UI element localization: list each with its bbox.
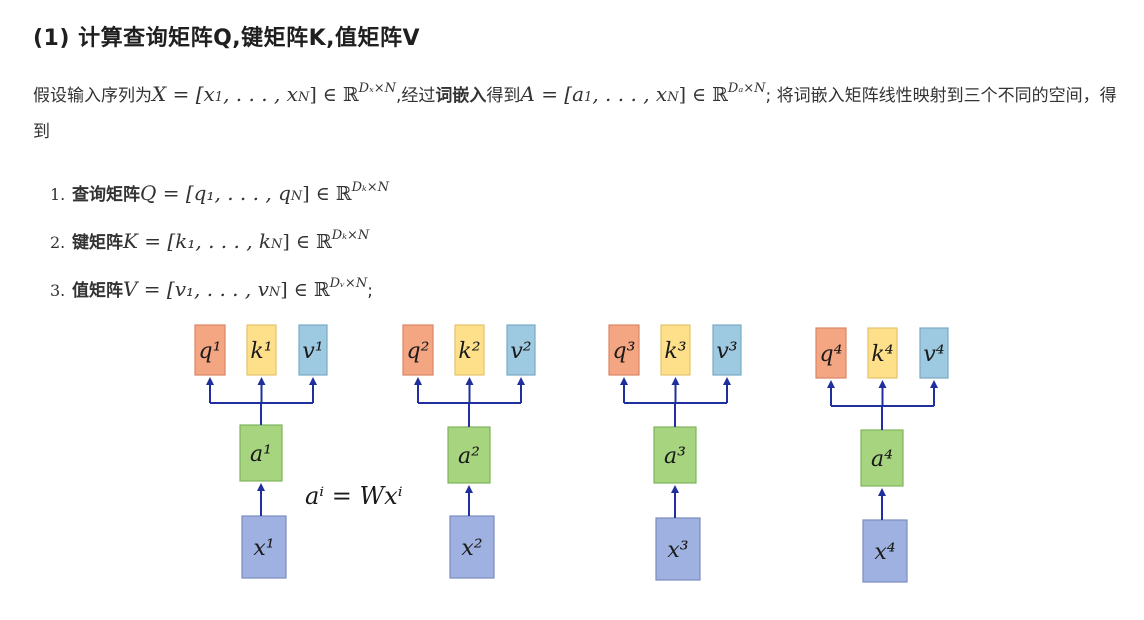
query-1-box xyxy=(194,324,226,376)
input-2-box xyxy=(449,515,495,579)
key-1-label: k¹ xyxy=(250,339,272,364)
list-item: 3.值矩阵V = [v₁, . . . , vN] ∈ ℝDᵥ×N; xyxy=(50,276,373,301)
value-4-label: v⁴ xyxy=(923,342,944,367)
input-4-label: x⁴ xyxy=(874,540,895,565)
list-item-equation: Q = [q₁, . . . , q xyxy=(140,181,291,205)
input-1-label: x¹ xyxy=(253,536,274,561)
value-3-label: v³ xyxy=(716,339,737,364)
key-3-label: k³ xyxy=(664,339,686,364)
a-equation: A = [a xyxy=(520,82,585,106)
intro-paragraph: 假设输入序列为X = [x1, . . . , xN] ∈ ℝDₓ×N,经过词嵌… xyxy=(33,81,1117,142)
embedding-1-label: a¹ xyxy=(250,442,272,467)
key-4-label: k⁴ xyxy=(871,342,893,367)
a-equation-close: ] ∈ ℝ xyxy=(678,84,728,106)
key-3-box xyxy=(660,324,691,376)
x-equation-close: ] ∈ ℝ xyxy=(309,84,359,106)
list-item-equation: V = [v₁, . . . , v xyxy=(123,277,269,301)
matrix-list: 1.查询矩阵Q = [q₁, . . . , qN] ∈ ℝDₖ×N 2.键矩阵… xyxy=(50,168,389,312)
value-4-box xyxy=(919,327,949,379)
a-superscript: Dₐ×N xyxy=(727,81,766,96)
embedding-3-box xyxy=(653,426,697,484)
query-4-label: q⁴ xyxy=(820,342,843,367)
key-2-box xyxy=(454,324,485,376)
list-item-equation: K = [k₁, . . . , k xyxy=(123,229,272,253)
x-equation: X = [x xyxy=(152,82,215,106)
list-item-label: 键矩阵 xyxy=(72,233,123,253)
embedding-3-label: a³ xyxy=(664,444,686,469)
key-4-box xyxy=(867,327,898,379)
embedding-4-label: a⁴ xyxy=(871,447,893,472)
value-2-label: v² xyxy=(510,339,531,364)
list-item-label: 查询矩阵 xyxy=(72,185,140,205)
query-2-label: q² xyxy=(407,339,430,364)
value-2-box xyxy=(506,324,536,376)
x-equation-rest: , . . . , x xyxy=(223,82,298,106)
x-superscript: Dₓ×N xyxy=(358,81,396,96)
embedding-2-box xyxy=(447,426,491,484)
value-3-box xyxy=(712,324,742,376)
embedding-1-box xyxy=(239,424,283,482)
intro-text-3: 得到 xyxy=(486,86,521,106)
query-2-box xyxy=(402,324,434,376)
input-3-label: x³ xyxy=(667,538,688,563)
a-equation-rest: , . . . , x xyxy=(592,82,668,106)
intro-text-4: ; 将词嵌入矩阵线性映射到三个不同的空间，得到 xyxy=(33,86,1117,142)
query-4-box xyxy=(815,327,847,379)
query-3-box xyxy=(608,324,640,376)
intro-text-2: ,经过 xyxy=(395,86,436,106)
bold-term: 词嵌入 xyxy=(435,86,487,106)
input-3-box xyxy=(655,517,701,581)
key-2-label: k² xyxy=(458,339,480,364)
value-1-box xyxy=(298,324,328,376)
list-item: 2.键矩阵K = [k₁, . . . , kN] ∈ ℝDₖ×N xyxy=(50,228,370,253)
input-4-box xyxy=(862,519,908,583)
value-1-label: v¹ xyxy=(302,339,323,364)
key-1-box xyxy=(246,324,277,376)
intro-text-1: 假设输入序列为 xyxy=(33,86,152,106)
section-heading: (1) 计算查询矩阵Q,键矩阵K,值矩阵V xyxy=(33,26,421,51)
input-2-label: x² xyxy=(461,536,482,561)
query-3-label: q³ xyxy=(613,339,636,364)
formula-label: aⁱ = Wxⁱ xyxy=(305,482,403,510)
list-item: 1.查询矩阵Q = [q₁, . . . , qN] ∈ ℝDₖ×N xyxy=(50,180,390,205)
query-1-label: q¹ xyxy=(199,339,222,364)
list-item-label: 值矩阵 xyxy=(72,281,123,301)
input-1-box xyxy=(241,515,287,579)
embedding-2-label: a² xyxy=(458,444,480,469)
